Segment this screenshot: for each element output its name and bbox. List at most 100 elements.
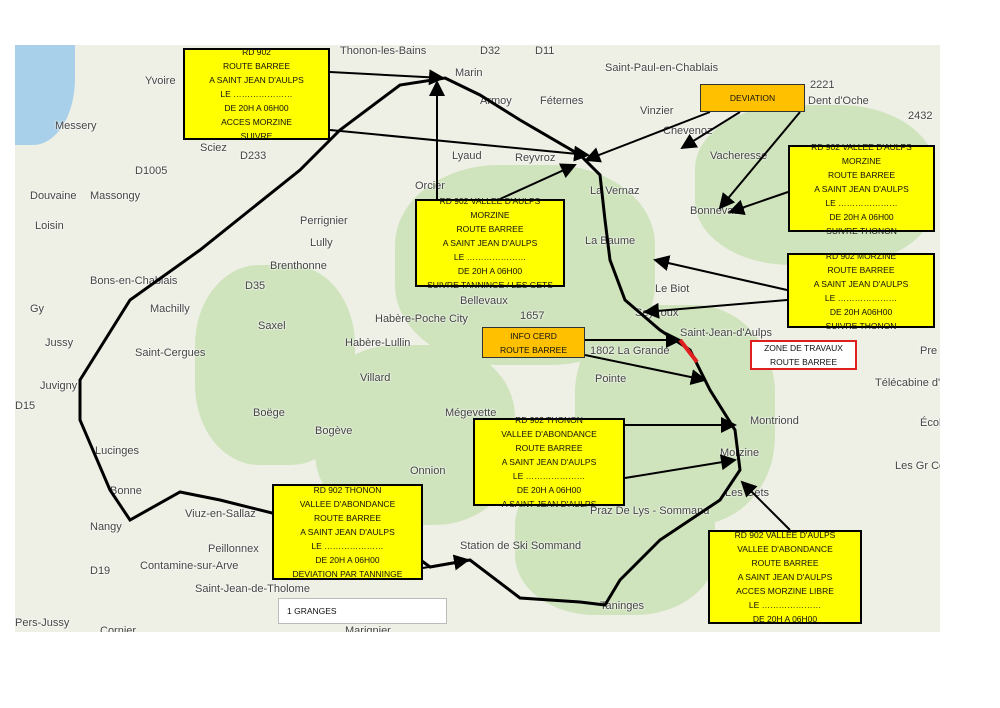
place-label: La Baume [585, 235, 636, 247]
place-label: Praz De Lys - Sommand [590, 505, 710, 517]
sign-box-info-cerd: INFO CERD ROUTE BARREE [482, 327, 585, 358]
sign-line: RD 902 THONON [515, 415, 583, 425]
place-label: Onnion [410, 465, 446, 477]
place-label: Les Gr Combe [895, 460, 940, 472]
arrows [329, 69, 801, 571]
place-label: Sciez [200, 142, 227, 154]
place-label: Bonne [110, 485, 142, 497]
place-label: Thonon-les-Bains [340, 45, 427, 57]
place-label: Nangy [90, 521, 122, 533]
sign-line: A SAINT JEAN D'AULPS [442, 238, 538, 248]
place-label: Reyvroz [515, 152, 556, 164]
sign-line: LE ………………… [748, 600, 822, 610]
place-label: Contamine-sur-Arve [140, 560, 239, 572]
place-label: Pre [920, 345, 938, 357]
place-label: Télécabine d'Ardent [875, 377, 940, 389]
sign-box-aulps-libre: RD 902 VALLEE D'AULPS VALLEE D'ABONDANCE R… [708, 530, 862, 624]
place-label: Pointe [595, 373, 627, 385]
sign-line: DE 20H A06H00 [829, 306, 893, 317]
place-label: Massongy [90, 190, 141, 202]
sign-line: DE 20H A 06H00 [829, 211, 894, 222]
sign-line: A SAINT JEAN D'AULPS [813, 278, 909, 289]
sign-line: ACCES MORZINE LIBRE [736, 586, 834, 596]
sign-box-granges: 1 GRANGES [278, 598, 447, 624]
place-label: École Français [920, 417, 940, 429]
place-label: Boëge [253, 407, 285, 419]
sign-line: ZONE DE TRAVAUX [764, 343, 843, 353]
sign-line: A SAINT JEAN D'AULPS [501, 499, 597, 509]
sign-line: LE ………………… [311, 541, 384, 551]
sign-line: 1 GRANGES [287, 606, 337, 616]
place-label: D15 [15, 400, 36, 412]
sign-line: LE ………………… [512, 471, 586, 481]
sign-line: ACCES MORZINE [221, 117, 292, 127]
sign-line: A SAINT JEAN D'AULPS [300, 527, 395, 537]
place-label: Habère-Lullin [345, 337, 411, 349]
sign-box-aulps-thonon: RD 902 VALLEE D'AULPS MORZINE ROUTE BARREE… [788, 142, 935, 236]
sign-line: DE 20H A 06H00 [315, 555, 380, 565]
sign-line: ROUTE BARREE [499, 344, 568, 355]
sign-line: A SAINT JEAN D'AULPS [737, 572, 833, 582]
place-label: 2221 [810, 79, 835, 91]
place-label: Cornier [100, 625, 137, 632]
place-label: D32 [480, 45, 501, 57]
place-label: Brenthonne [270, 260, 327, 272]
place-label: Saint-Cergues [135, 347, 206, 359]
sign-line: SUIVRE THONON [826, 225, 897, 236]
place-label: Vinzier [640, 105, 674, 117]
place-label: Armoy [480, 95, 512, 107]
place-label: Bellevaux [460, 295, 508, 307]
place-label: Douvaine [30, 190, 77, 202]
place-label: Taninges [600, 600, 645, 612]
sign-line: DE 20H A 06H00 [752, 614, 818, 624]
place-label: Saint-Jean-d'Aulps [680, 327, 772, 339]
place-label: Messery [55, 120, 97, 132]
place-label: Lully [310, 237, 333, 249]
sign-line: SUIVRE [240, 131, 273, 141]
place-label: Féternes [540, 95, 584, 107]
sign-line: A SAINT JEAN D'AULPS [209, 75, 304, 85]
sign-line: RD 902 MORZINE [825, 250, 897, 261]
place-label: Saxel [258, 320, 286, 332]
place-label: Mégevette [445, 407, 497, 419]
sign-line: DEVIATION PAR TANNINGE [292, 569, 403, 579]
place-label: Le Biot [655, 283, 690, 295]
place-label: Marignier [345, 625, 391, 632]
sign-line: ROUTE BARREE [827, 169, 896, 180]
place-label: Yvoire [145, 75, 176, 87]
sign-line: A SAINT JEAN D'AULPS [501, 457, 597, 467]
sign-line: SUIVRE TANNINGE / LES GETS [427, 280, 553, 290]
sign-line: RD 902 VALLEE D'AULPS [734, 530, 836, 540]
sign-line: MORZINE [841, 155, 882, 166]
sign-box-deviation: DEVIATION [700, 84, 805, 112]
place-label: Peillonnex [208, 543, 259, 555]
sign-line: VALLEE D'ABONDANCE [501, 429, 597, 439]
sign-box-zone-travaux: ZONE DE TRAVAUX ROUTE BARREE [750, 340, 857, 370]
sign-line: ROUTE BARREE [751, 558, 819, 568]
sign-line: INFO CERD [510, 330, 557, 341]
sign-line: VALLEE D'ABONDANCE [737, 544, 833, 554]
place-label: Gy [30, 303, 45, 315]
sign-line: SUIVRE THONON [825, 320, 897, 331]
place-label: Bons-en-Chablais [90, 275, 178, 287]
sign-line: RD 902 THONON [313, 485, 382, 495]
sign-line: RD 902 VALLEE D'AULPS [811, 141, 912, 152]
place-label: Villard [360, 372, 391, 384]
works-segment [678, 338, 699, 364]
place-label: Bogève [315, 425, 353, 437]
place-label: Montriond [750, 415, 799, 427]
place-label: Marin [455, 67, 483, 79]
sign-line: DE 20H A 06H00 [516, 485, 582, 495]
sign-line: ROUTE BARREE [769, 357, 838, 367]
sign-line: ROUTE BARREE [313, 513, 382, 523]
place-label: Juvigny [40, 380, 78, 392]
sign-line: ROUTE BARREE [515, 443, 583, 453]
route-loop [78, 76, 742, 607]
place-label: Vacheresse [710, 150, 768, 162]
place-label: D19 [90, 565, 111, 577]
place-label: 1802 La Grande [590, 345, 670, 357]
place-label: D233 [240, 150, 267, 162]
